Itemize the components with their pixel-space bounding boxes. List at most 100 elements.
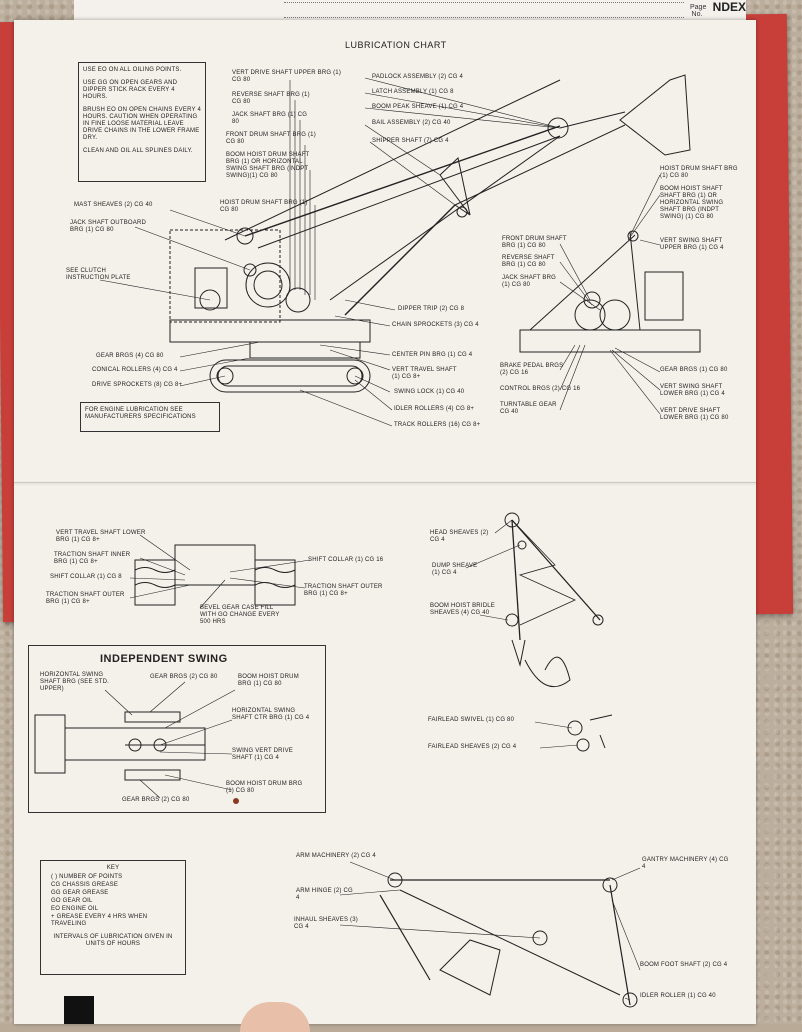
- engine-right: [644, 271, 684, 321]
- key-title: KEY: [106, 865, 120, 871]
- instructions-box: USE EO ON ALL OILING POINTS. USE GG ON O…: [78, 62, 206, 182]
- label-brake-pedal: BRAKE PEDAL BRGS (2) CG 16: [500, 363, 564, 376]
- label-arm-machinery: ARM MACHINERY (2) CG 4: [296, 853, 376, 859]
- label-bail: BAIL ASSEMBLY (2) CG 40: [372, 120, 451, 126]
- label-swing-vert: SWING VERT DRIVE SHAFT (1) CG 4: [232, 748, 293, 761]
- label-inhaul-sheaves: INHAUL SHEAVES (3) CG 4: [294, 917, 358, 930]
- hoist-drum: [285, 287, 311, 313]
- key-item-2: CG CHASSIS GREASE: [51, 882, 119, 888]
- label-center-pin: CENTER PIN BRG (1) CG 4: [392, 352, 473, 358]
- key-item-3: GG GEAR GREASE: [51, 890, 109, 896]
- label-boom-foot: BOOM FOOT SHAFT (2) CG 4: [640, 962, 728, 968]
- label-vert-travel: VERT TRAVEL SHAFT (1) CG 8+: [392, 367, 457, 380]
- label-track-rollers: TRACK ROLLERS (16) CG 8+: [394, 422, 481, 428]
- label-latch: LATCH ASSEMBLY (1) CG 8: [372, 89, 454, 95]
- label-gear-brgs-bottom: GEAR BRGS (2) CG 80: [122, 797, 190, 803]
- label-jack-right: JACK SHAFT BRG (1) CG 80: [502, 275, 557, 288]
- label-fairlead-sheaves: FAIRLEAD SHEAVES (2) CG 4: [428, 744, 517, 750]
- label-clutch: SEE CLUTCH INSTRUCTION PLATE: [66, 268, 131, 281]
- dragline-bucket: [439, 939, 501, 996]
- instruction-1: USE EO ON ALL OILING POINTS.: [83, 67, 182, 73]
- label-control-brgs: CONTROL BRGS (2) CG 16: [500, 386, 581, 392]
- page-number-tab: Page No.: [690, 4, 707, 18]
- label-idler-roller: IDLER ROLLER (1) CG 40: [640, 993, 716, 999]
- mast-front: [511, 519, 601, 621]
- label-gantry-machinery: GANTRY MACHINERY (4) CG 4: [642, 857, 729, 870]
- instruction-4: CLEAN AND OIL ALL SPLINES DAILY.: [83, 148, 193, 154]
- label-vert-drive-upper: VERT DRIVE SHAFT UPPER BRG (1) CG 80: [232, 70, 342, 83]
- traction-right: [254, 559, 296, 606]
- label-boom-hoist-right: BOOM HOIST SHAFT SHAFT BRG (1) OR HORIZO…: [660, 186, 724, 220]
- label-padlock: PADLOCK ASSEMBLY (2) CG 4: [372, 74, 464, 80]
- label-front-drum: FRONT DRUM SHAFT BRG (1) CG 80: [226, 132, 316, 145]
- label-vert-swing-upper: VERT SWING SHAFT UPPER BRG (1) CG 4: [660, 238, 724, 251]
- label-reverse-shaft: REVERSE SHAFT BRG (1) CG 80: [232, 92, 310, 105]
- label-dump-sheave: DUMP SHEAVE (1) CG 4: [432, 563, 478, 576]
- label-boom-hoist-top: BOOM HOIST DRUM BRG (1) CG 80: [238, 674, 299, 687]
- label-shift-collar-right: SHIFT COLLAR (1) CG 16: [308, 557, 384, 563]
- label-reverse-right: REVERSE SHAFT BRG (1) CG 80: [502, 255, 555, 268]
- label-traction-outer-right: TRACTION SHAFT OUTER BRG (1) CG 8+: [304, 584, 383, 597]
- page-fold: [14, 482, 756, 483]
- label-conical-rollers: CONICAL ROLLERS (4) CG 4: [92, 367, 178, 373]
- label-bridle-sheaves: BOOM HOIST BRIDLE SHEAVES (4) CG 40: [430, 603, 495, 616]
- label-gear-brgs-right: GEAR BRGS (1) CG 80: [660, 367, 728, 373]
- key-item-1: ( ) NUMBER OF POINTS: [51, 874, 123, 880]
- label-jack-outboard: JACK SHAFT OUTBOARD BRG (1) CG 80: [70, 220, 147, 233]
- key-item-4: GO GEAR OIL: [51, 898, 93, 904]
- label-swing-lock: SWING LOCK (1) CG 40: [394, 389, 465, 395]
- label-hoist-drum-right: HOIST DRUM SHAFT BRG (1) CG 80: [660, 166, 738, 179]
- dipper-stick: [344, 204, 456, 316]
- key-item-6: + GREASE EVERY 4 HRS WHEN TRAVELING: [51, 914, 148, 927]
- label-fairlead-swivel: FAIRLEAD SWIVEL (1) CG 80: [428, 717, 515, 723]
- independent-swing-box: [28, 645, 326, 813]
- key-box: KEY ( ) NUMBER OF POINTS CG CHASSIS GREA…: [40, 860, 186, 975]
- label-vert-travel-lower: VERT TRAVEL SHAFT LOWER BRG (1) CG 8+: [56, 530, 146, 543]
- swing-gear-top: [124, 711, 181, 723]
- label-traction-outer-left: TRACTION SHAFT OUTER BRG (1) CG 8+: [46, 592, 125, 605]
- label-chain-sprockets: CHAIN SPROCKETS (3) CG 4: [392, 322, 479, 328]
- black-tab-marker: [64, 996, 94, 1024]
- key-item-5: EO ENGINE OIL: [51, 906, 99, 912]
- label-shift-collar-left: SHIFT COLLAR (1) CG 8: [50, 574, 122, 580]
- index-dotted-lines: [284, 2, 684, 18]
- engine-note-box: FOR ENGINE LUBRICATION SEE MANUFACTURERS…: [80, 402, 220, 432]
- paper-stain: [233, 798, 239, 804]
- instruction-2: USE GG ON OPEN GEARS AND DIPPER STICK RA…: [83, 80, 178, 100]
- label-shipper: SHIPPER SHAFT (7) CG 4: [372, 138, 449, 144]
- mast-sheave: [236, 227, 254, 245]
- label-drive-sprockets: DRIVE SPROCKETS (8) CG 8+: [92, 382, 183, 388]
- swing-gear-bottom: [124, 769, 181, 781]
- label-head-sheaves: HEAD SHEAVES (2) CG 4: [430, 530, 489, 543]
- label-vert-swing-lower: VERT SWING SHAFT LOWER BRG (1) CG 4: [660, 384, 725, 397]
- label-mast-sheaves: MAST SHEAVES (2) CG 40: [74, 202, 153, 208]
- key-intervals: INTERVALS OF LUBRICATION GIVEN IN UNITS …: [53, 934, 173, 947]
- label-hoist-drum: HOIST DRUM SHAFT BRG (1) CG 80: [220, 200, 308, 213]
- traction-left: [134, 559, 176, 606]
- label-boom-hoist-bottom: BOOM HOIST DRUM BRG (1) CG 80: [226, 781, 303, 794]
- cab-outline: [169, 229, 281, 323]
- independent-swing-title: INDEPENDENT SWING: [100, 653, 228, 665]
- boom: [244, 125, 561, 237]
- label-arm-hinge: ARM HINGE (2) CG 4: [296, 888, 353, 901]
- label-idler-rollers: IDLER ROLLERS (4) CG 8+: [394, 406, 475, 412]
- engine-pulley: [199, 289, 221, 311]
- travel-gear-case: [174, 544, 256, 586]
- label-traction-inner: TRACTION SHAFT INNER BRG (1) CG 8+: [54, 552, 131, 565]
- label-boom-hoist-drum: BOOM HOIST DRUM SHAFT BRG (1) OR HORIZON…: [226, 152, 310, 179]
- main-drum: [245, 262, 291, 308]
- label-vert-drive-lower: VERT DRIVE SHAFT LOWER BRG (1) CG 80: [660, 408, 729, 421]
- label-bevel-gear: BEVEL GEAR CASE FILL WITH GO CHANGE EVER…: [200, 605, 280, 625]
- label-horizontal-swing: HORIZONTAL SWING SHAFT BRG (SEE STD. UPP…: [40, 672, 110, 692]
- engine-note: FOR ENGINE LUBRICATION SEE MANUFACTURERS…: [85, 407, 196, 420]
- revolving-frame: [519, 329, 701, 353]
- label-turntable: TURNTABLE GEAR CG 40: [500, 402, 557, 415]
- lower-frame: [249, 341, 361, 359]
- label-dipper-trip: DIPPER TRIP (2) CG 8: [398, 306, 465, 312]
- instruction-3: BRUSH EO ON OPEN CHAINS EVERY 4 HOURS. C…: [83, 107, 202, 141]
- dipper-bucket: [619, 74, 691, 156]
- engine-block: [194, 267, 228, 309]
- upper-deck: [169, 319, 371, 343]
- label-jack-shaft: JACK SHAFT BRG (1) CG 80: [232, 112, 308, 125]
